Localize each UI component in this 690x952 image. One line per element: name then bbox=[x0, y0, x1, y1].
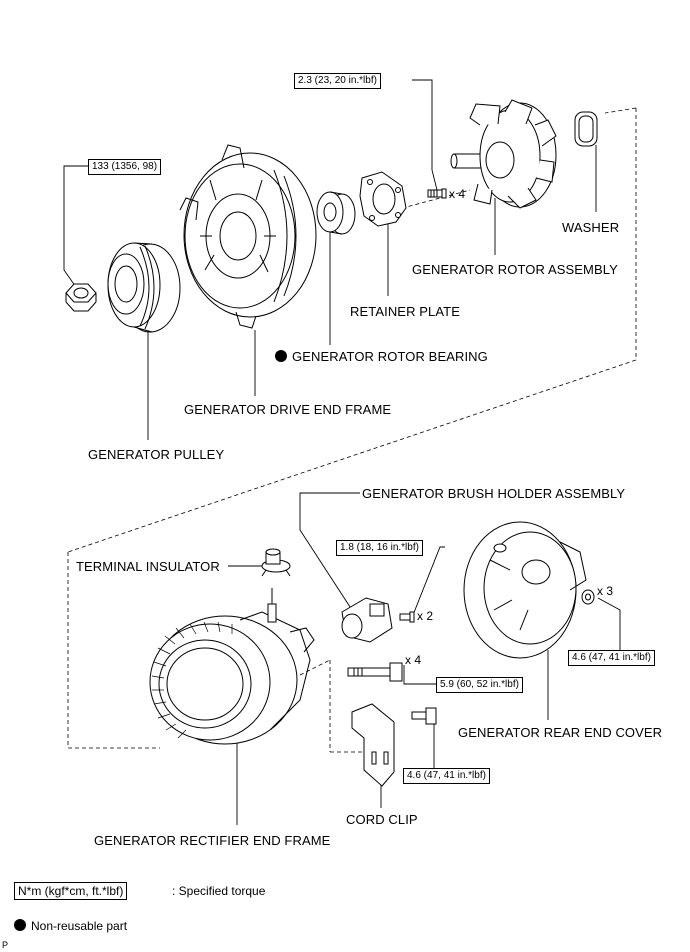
brush-holder-screw bbox=[399, 611, 415, 623]
nonreusable-legend-dot-icon bbox=[14, 919, 26, 931]
pulley-nut bbox=[65, 283, 97, 312]
label-washer: WASHER bbox=[562, 220, 620, 235]
drive-end-frame bbox=[179, 144, 317, 329]
label-pulley: GENERATOR PULLEY bbox=[88, 447, 225, 462]
rear-cover-nut bbox=[581, 589, 595, 605]
corner-mark: P bbox=[2, 940, 9, 950]
legend-torque-desc: : Specified torque bbox=[172, 884, 266, 898]
label-rotor-bearing: GENERATOR ROTOR BEARING bbox=[275, 349, 488, 364]
torque-pulley-nut: 133 (1356, 98) bbox=[88, 159, 162, 175]
washer bbox=[574, 111, 598, 147]
qty-brush-holder-screws: x 2 bbox=[417, 609, 434, 623]
label-rotor-assembly: GENERATOR ROTOR ASSEMBLY bbox=[412, 262, 618, 277]
label-retainer-plate: RETAINER PLATE bbox=[350, 304, 460, 319]
torque-brush-holder-screws: 1.8 (18, 16 in.*lbf) bbox=[336, 540, 423, 556]
qty-rotor-screws: x 4 bbox=[449, 187, 466, 201]
leader-lines bbox=[63, 79, 621, 825]
generator-pulley bbox=[107, 242, 181, 333]
rectifier-end-frame bbox=[149, 588, 315, 745]
terminal-insulator bbox=[261, 548, 291, 577]
nonreusable-dot-icon bbox=[275, 350, 287, 362]
label-rotor-bearing-text: GENERATOR ROTOR BEARING bbox=[292, 349, 488, 364]
label-brush-holder: GENERATOR BRUSH HOLDER ASSEMBLY bbox=[362, 486, 626, 501]
brush-holder bbox=[341, 597, 393, 643]
cord-clip-bolt bbox=[411, 707, 437, 725]
legend-nonreusable-text: Non-reusable part bbox=[31, 919, 128, 933]
label-terminal-insulator: TERMINAL INSULATOR bbox=[76, 559, 220, 574]
through-bolt bbox=[347, 662, 403, 682]
assembly-dashed-outline bbox=[67, 107, 637, 753]
torque-cord-clip-bolt: 4.6 (47, 41 in.*lbf) bbox=[403, 768, 490, 784]
torque-rotor-screws: 2.3 (23, 20 in.*lbf) bbox=[294, 73, 381, 89]
rotor-bearing bbox=[316, 191, 356, 235]
label-rectifier-end-frame: GENERATOR RECTIFIER END FRAME bbox=[94, 833, 331, 848]
legend-torque-key: N*m (kgf*cm, ft.*lbf) bbox=[14, 882, 128, 900]
stator-teeth bbox=[151, 621, 233, 739]
qty-rear-cover-nuts: x 3 bbox=[597, 584, 614, 598]
label-drive-end-frame: GENERATOR DRIVE END FRAME bbox=[184, 402, 392, 417]
torque-through-bolts: 5.9 (60, 52 in.*lbf) bbox=[436, 677, 523, 693]
rotor-screw bbox=[427, 188, 447, 199]
qty-through-bolts: x 4 bbox=[405, 653, 422, 667]
cord-clip bbox=[351, 703, 395, 787]
rear-end-cover bbox=[463, 521, 587, 659]
legend-nonreusable: Non-reusable part bbox=[14, 919, 127, 933]
torque-rear-cover-nuts: 4.6 (47, 41 in.*lbf) bbox=[568, 650, 655, 666]
retainer-plate bbox=[359, 171, 407, 227]
label-rear-end-cover: GENERATOR REAR END COVER bbox=[458, 725, 663, 740]
label-cord-clip: CORD CLIP bbox=[346, 812, 418, 827]
generator-rotor bbox=[450, 99, 557, 209]
